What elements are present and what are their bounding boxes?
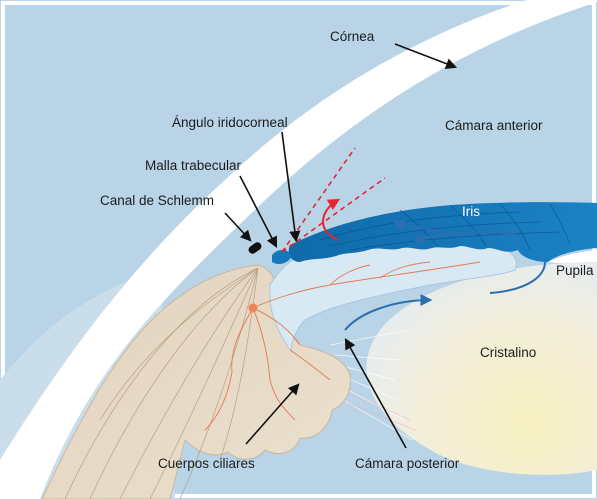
label-iris: Iris xyxy=(462,204,480,219)
label-ciliary-bodies: Cuerpos ciliares xyxy=(158,456,255,471)
label-iridocorneal-angle: Ángulo iridocorneal xyxy=(172,115,288,130)
label-pupil: Pupila xyxy=(556,263,594,278)
label-posterior-chamber: Cámara posterior xyxy=(355,456,460,471)
label-lens: Cristalino xyxy=(480,345,536,360)
label-trabecular-mesh: Malla trabecular xyxy=(145,158,242,173)
label-anterior-chamber: Cámara anterior xyxy=(445,118,543,133)
vessel-node xyxy=(249,304,258,313)
label-schlemm-canal: Canal de Schlemm xyxy=(100,193,214,208)
label-cornea: Córnea xyxy=(330,29,375,44)
